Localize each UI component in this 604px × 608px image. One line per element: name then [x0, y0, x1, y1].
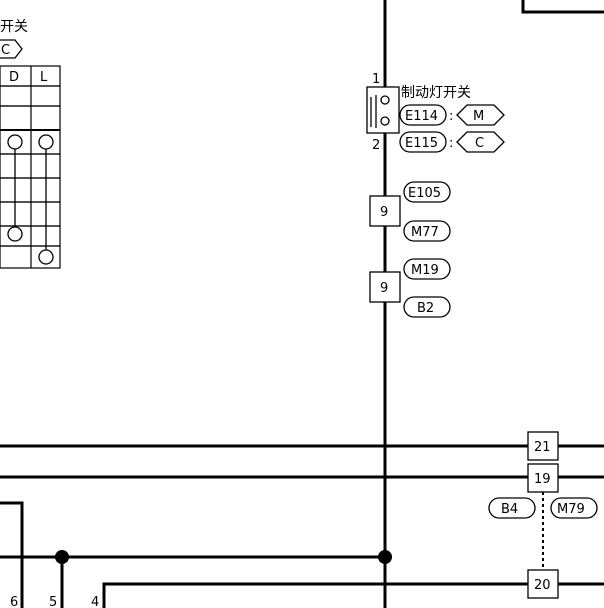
- brake-switch-pin-2: 2: [372, 138, 380, 153]
- connector-e115-code: C: [475, 136, 484, 151]
- connector-e105: E105: [408, 186, 441, 201]
- branch-wire-6: [0, 501, 24, 608]
- junction-2-pin: 9: [380, 281, 388, 296]
- junction-1-box: [369, 195, 401, 227]
- pin-21: 21: [534, 440, 551, 455]
- connector-m19: M19: [411, 263, 439, 278]
- pin-box-21: [527, 431, 559, 461]
- connector-m79: M79: [557, 502, 585, 517]
- bottom-pin-5: 5: [49, 595, 57, 608]
- connector-e114-code: M: [473, 109, 484, 124]
- left-connector-code: C: [1, 43, 10, 58]
- connector-e115: E115: [405, 136, 438, 151]
- junction-dot-main: [378, 550, 392, 564]
- left-table-header-d: D: [9, 70, 19, 85]
- svg-text::: :: [449, 109, 453, 124]
- junction-2-box: [369, 271, 401, 303]
- brake-switch-contact-top: [380, 95, 390, 105]
- junction-1-pin: 9: [380, 205, 388, 220]
- brake-switch-pin-1: 1: [372, 72, 380, 87]
- left-connector-shape: [0, 39, 23, 59]
- pin-20: 20: [534, 578, 551, 593]
- brake-switch-contact-bottom: [380, 116, 390, 126]
- left-table-header-l: L: [40, 70, 48, 85]
- pin-box-20: [527, 569, 559, 599]
- brake-switch-body: [366, 86, 400, 134]
- junction-dot-left: [55, 550, 69, 564]
- bottom-pin-4: 4: [91, 595, 99, 608]
- pin-19: 19: [534, 472, 551, 487]
- bottom-pin-6: 6: [10, 595, 18, 608]
- branch-wire-4: [102, 582, 604, 608]
- brake-switch-label: 制动灯开关: [401, 85, 471, 101]
- left-switch-table: [0, 65, 61, 269]
- left-table-contacts: [7, 134, 54, 265]
- connector-b4: B4: [501, 502, 518, 517]
- left-switch-label: 开关: [0, 19, 28, 35]
- connector-e114: E114: [405, 109, 438, 124]
- svg-text::: :: [449, 136, 453, 151]
- connector-b2: B2: [417, 301, 434, 316]
- connector-m77: M77: [411, 225, 439, 240]
- frame-corner: [521, 0, 604, 14]
